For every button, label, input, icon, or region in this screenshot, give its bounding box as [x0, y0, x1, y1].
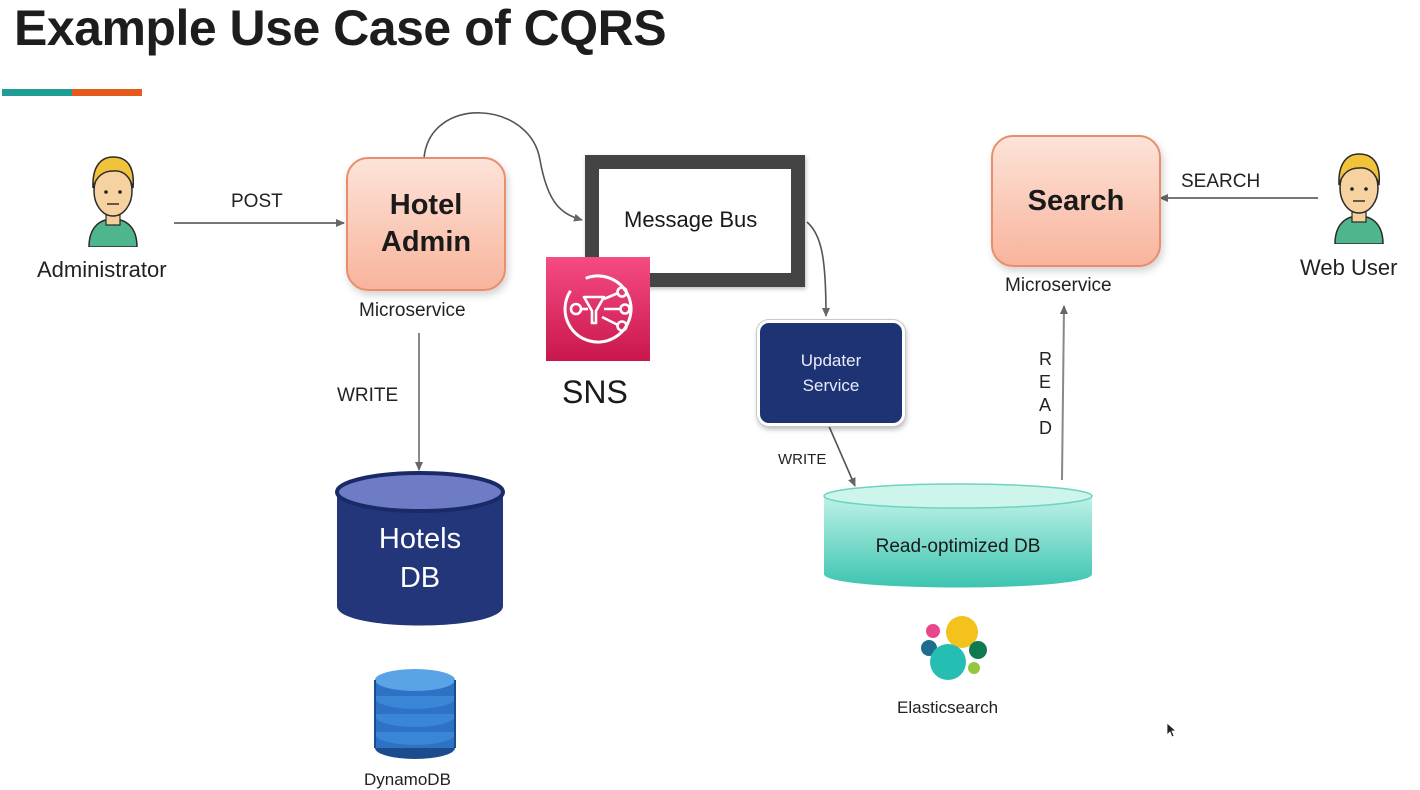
elasticsearch-caption: Elasticsearch [897, 698, 999, 717]
hotel-admin-label-line2: Admin [380, 226, 472, 258]
bus-to-updater-arrow [806, 221, 830, 317]
title-accent-orange [72, 89, 142, 96]
hotels-db-cylinder [334, 470, 506, 628]
elasticsearch-icon [920, 614, 988, 684]
web-user-label: Web User [1300, 255, 1398, 280]
sns-icon [546, 257, 650, 361]
dynamodb-icon [372, 666, 458, 762]
updater-label-line1: Updater [800, 351, 862, 370]
read-label-text: READ [1039, 349, 1052, 438]
admin-write-label: WRITE [337, 385, 399, 406]
administrator-label: Administrator [37, 257, 167, 282]
updater-label-line2: Service [802, 376, 860, 395]
mouse-cursor-icon [1166, 722, 1178, 738]
slide-title: Example Use Case of CQRS [14, 0, 667, 56]
updater-service: Updater Service [757, 320, 905, 426]
post-label: POST [231, 191, 283, 212]
dynamodb-caption: DynamoDB [364, 770, 451, 789]
search-service: Search [991, 135, 1161, 267]
hotels-db-label-line1: Hotels [378, 523, 462, 555]
search-service-label: Search [1027, 184, 1125, 217]
search-caption: Microservice [1005, 275, 1112, 296]
read-arrow [1059, 305, 1068, 481]
updater-write-label: WRITE [778, 451, 827, 468]
admin-to-bus-arrow [423, 112, 583, 222]
hotel-admin-label-line1: Hotel [389, 189, 463, 221]
read-db-label: Read-optimized DB [875, 536, 1041, 557]
sns-label: SNS [562, 374, 628, 410]
title-accent-teal [2, 89, 72, 96]
hotel-admin-service: Hotel Admin [346, 157, 506, 291]
hotels-db-label-line2: DB [399, 562, 441, 594]
hotels-db-label: Hotels DB [334, 520, 506, 598]
hotel-admin-caption: Microservice [359, 300, 466, 321]
administrator-icon [82, 155, 144, 248]
updater-write-arrow [827, 423, 856, 487]
search-arrow-label: SEARCH [1181, 171, 1261, 192]
message-bus-label: Message Bus [624, 207, 758, 232]
read-label: READ [1035, 348, 1055, 440]
read-db-cylinder [822, 480, 1094, 590]
web-user-icon [1328, 152, 1390, 245]
